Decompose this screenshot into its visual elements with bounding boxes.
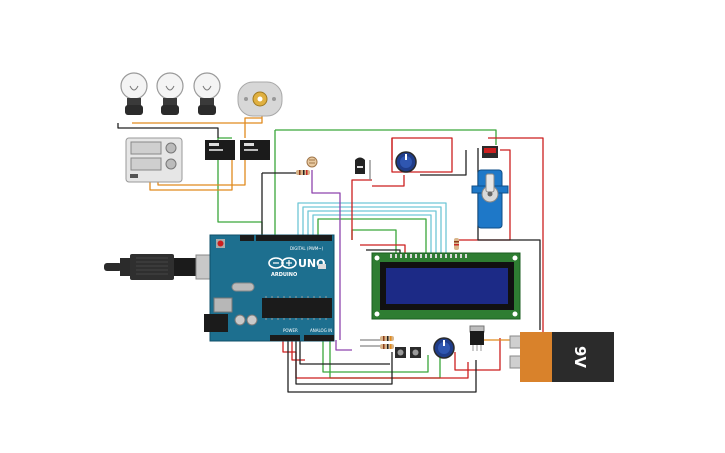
resistor-bottom-1[interactable] [380,336,394,341]
resistor-bottom-2[interactable] [380,344,394,349]
servo-motor[interactable] [471,146,509,229]
usb-cable [104,254,196,280]
analog-label: ANALOG IN [310,328,332,333]
arduino-logo [268,257,297,269]
capacitor-1 [234,314,246,326]
relay-1[interactable] [205,140,235,160]
board-brand: ARDUINO [271,272,297,278]
battery-label: 9V [571,346,589,368]
arduino-uno-board[interactable]: UNO ARDUINO DIGITAL (PWM~) POWER ANALOG … [104,234,335,342]
lcd-data-wires [297,202,447,253]
resistor-top[interactable] [296,170,310,175]
digital-label: DIGITAL (PWM~) [290,246,324,251]
voltage-regulator-7805[interactable] [469,325,485,351]
light-bulbs [120,72,221,115]
power-label: POWER [283,328,298,333]
bulb-3[interactable] [193,72,221,115]
photoresistor[interactable] [306,156,318,168]
voltage-regulator [213,297,233,313]
dc-motor[interactable] [237,81,283,117]
pushbutton-2[interactable] [410,347,421,358]
potentiometer-bottom[interactable] [433,337,455,359]
crystal [231,282,255,292]
bulb-2[interactable] [156,72,184,115]
relay-2[interactable] [240,140,270,160]
lcd-16x2[interactable] [371,252,521,320]
atmega-chip [262,298,332,318]
temperature-sensor[interactable] [355,157,365,175]
battery-9v[interactable]: 9V [509,332,614,382]
purple-wire [311,170,352,351]
pushbutton-1[interactable] [395,347,406,358]
bulb-1[interactable] [120,72,148,115]
potentiometer-top[interactable] [395,151,417,173]
dc-power-jack [204,314,228,332]
resistor-lcd[interactable] [454,238,459,250]
power-module[interactable] [125,137,183,183]
lcd-screen [386,268,508,304]
black-wires [117,123,541,393]
capacitor-2 [246,314,258,326]
